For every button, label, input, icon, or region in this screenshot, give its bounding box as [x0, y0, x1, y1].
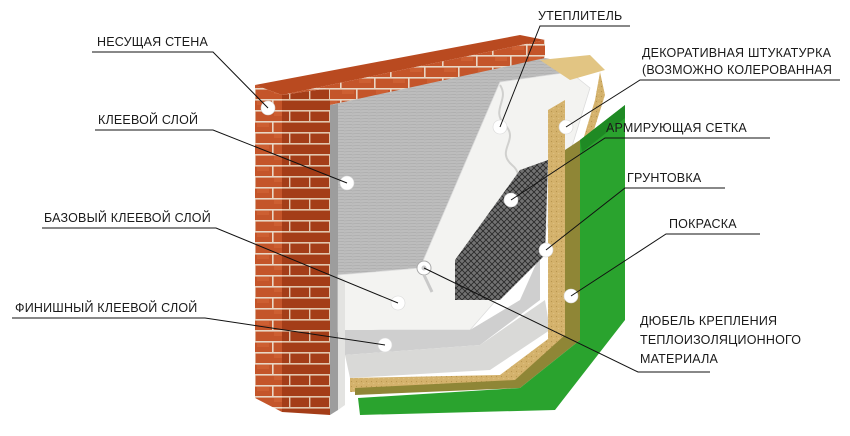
label-primer: ГРУНТОВКА [627, 171, 702, 185]
leader-insulation [499, 25, 630, 128]
wall-illustration [255, 35, 625, 415]
label-finish-adhesive-layer: ФИНИШНЫЙ КЛЕЕВОЙ СЛОЙ [15, 300, 198, 315]
leader-base-adhesive [42, 227, 399, 304]
label-dowel-line1: ДЮБЕЛЬ КРЕПЛЕНИЯ [640, 314, 777, 328]
leader-adhesive-layer [95, 129, 348, 184]
leader-plaster [565, 79, 840, 128]
brick-wall-face [282, 40, 545, 105]
label-dowel-line2: ТЕПЛОИЗОЛЯЦИОННОГО [640, 333, 801, 347]
leader-dowel [423, 267, 710, 373]
brick-wall-front [255, 85, 282, 412]
leader-paint [570, 233, 760, 297]
labels: НЕСУЩАЯ СТЕНА КЛЕЕВОЙ СЛОЙ БАЗОВЫЙ КЛЕЕВ… [15, 9, 832, 366]
label-dowel-line3: МАТЕРИАЛА [640, 352, 718, 366]
leader-primer [545, 187, 725, 251]
adhesive-layer-edge [330, 104, 338, 415]
brick-wall-side [282, 88, 330, 415]
plaster-top [540, 55, 605, 80]
insulation-side [338, 275, 345, 410]
mesh-shape [455, 160, 548, 300]
brick-wall-top [255, 35, 545, 95]
leader-mesh [510, 137, 770, 201]
paint-shade [580, 105, 625, 152]
label-decorative-plaster-line1: ДЕКОРАТИВНАЯ ШТУКАТУРКА [642, 46, 832, 60]
label-base-adhesive-layer: БАЗОВЫЙ КЛЕЕВОЙ СЛОЙ [44, 210, 211, 225]
label-decorative-plaster-line2: (ВОЗМОЖНО КОЛЕРОВАННАЯ [642, 63, 832, 77]
leader-load-bearing-wall [92, 51, 269, 109]
plaster-band-left [548, 100, 565, 340]
finish-adhesive-shape [345, 300, 550, 378]
label-adhesive-layer: КЛЕЕВОЙ СЛОЙ [98, 112, 198, 127]
label-load-bearing-wall: НЕСУЩАЯ СТЕНА [97, 35, 208, 49]
leader-lines [12, 25, 840, 373]
label-paint: ПОКРАСКА [669, 217, 737, 231]
leader-finish-adhesive [12, 317, 386, 346]
label-insulation: УТЕПЛИТЕЛЬ [538, 9, 622, 23]
label-reinforcing-mesh: АРМИРУЮЩАЯ СЕТКА [606, 121, 747, 135]
base-adhesive-shape [345, 255, 540, 355]
